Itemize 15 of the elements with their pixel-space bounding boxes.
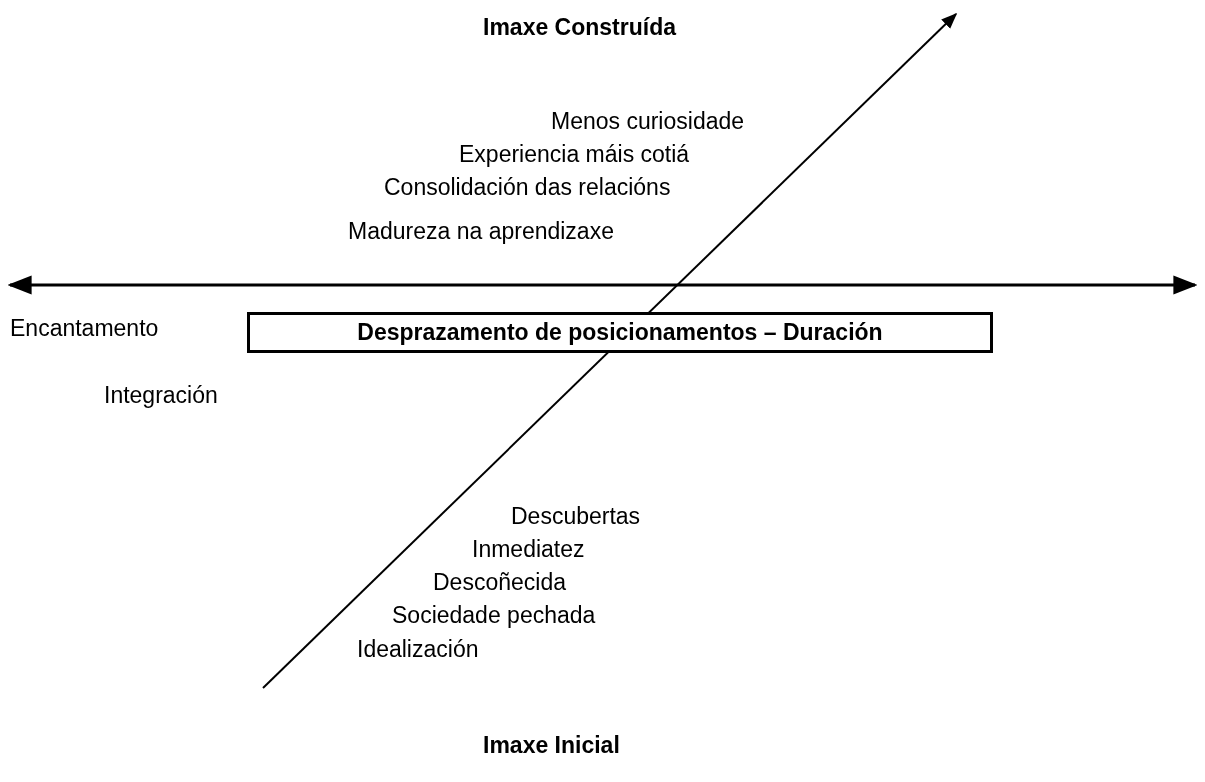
axis-label: Imaxe Inicial — [483, 732, 620, 758]
axis-label: Imaxe Construída — [483, 14, 676, 40]
term-label: Idealización — [357, 636, 479, 662]
term-label: Sociedade pechada — [392, 602, 596, 628]
term-label: Madureza na aprendizaxe — [348, 218, 614, 244]
title-box — [247, 312, 993, 353]
term-label: Consolidación das relacións — [384, 174, 671, 200]
term-label: Encantamento — [10, 315, 159, 341]
term-label: Menos curiosidade — [551, 108, 745, 134]
term-label: Descoñecida — [433, 569, 566, 595]
term-label: Inmediatez — [472, 536, 585, 562]
term-label: Descubertas — [511, 503, 641, 529]
term-label: Integración — [104, 382, 218, 408]
term-label: Experiencia máis cotiá — [459, 141, 690, 167]
box-title: Desprazamento de posicionamentos – Duración — [357, 319, 883, 346]
